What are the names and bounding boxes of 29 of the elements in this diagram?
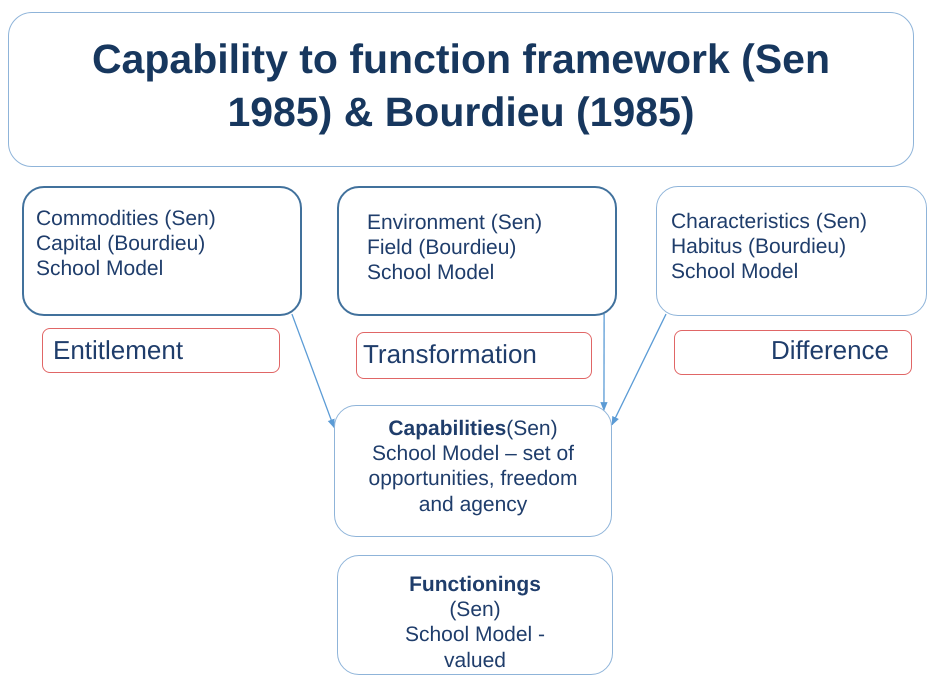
label-text: Transformation xyxy=(363,339,538,370)
body-text: Habitus (Bourdieu) xyxy=(671,234,848,260)
body-text: Characteristics (Sen) xyxy=(671,209,868,234)
label-text: Entitlement xyxy=(53,335,184,366)
concept-box xyxy=(656,186,927,316)
body-text: School Model xyxy=(36,256,164,282)
body-text: Capital (Bourdieu) xyxy=(36,231,206,256)
label-box xyxy=(356,332,592,379)
arrow xyxy=(600,314,608,412)
heading-text: Capabilities(Sen) xyxy=(387,416,559,442)
body-text: School Model – set of opportunities, freedom and agency xyxy=(368,441,578,517)
title-box xyxy=(8,12,914,167)
arrow xyxy=(611,314,667,426)
body-text: School Model xyxy=(367,260,496,286)
label-box xyxy=(674,330,912,375)
body-text: School Model - valued xyxy=(404,622,546,673)
outcome-box xyxy=(337,555,613,675)
concept-box xyxy=(22,186,302,316)
title-text: Capability to function framework (Sen 1985) & Bourdieu (1985) xyxy=(90,35,832,138)
label-box xyxy=(42,328,280,373)
concept-box xyxy=(337,186,617,316)
body-text: Commodities (Sen) xyxy=(36,206,217,232)
outcome-box xyxy=(334,405,612,537)
body-text: Field (Bourdieu) xyxy=(367,235,518,260)
body-text: Environment (Sen) xyxy=(367,210,544,236)
label-text: Difference xyxy=(770,335,889,366)
arrow xyxy=(291,314,335,428)
body-text: School Model xyxy=(671,259,800,285)
heading-text: Functionings (Sen) xyxy=(408,572,542,622)
